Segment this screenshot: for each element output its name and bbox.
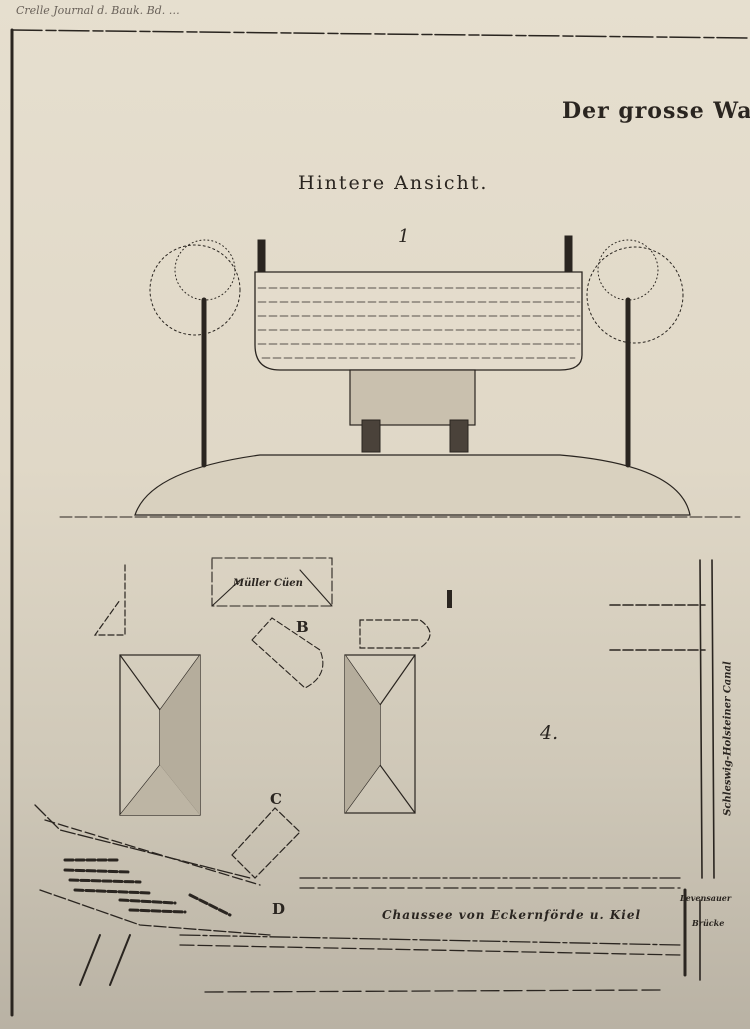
ground-mound xyxy=(59,454,741,518)
label-b: B xyxy=(296,618,309,636)
tree-left xyxy=(149,239,241,468)
village-houses xyxy=(63,858,232,917)
plan-building-right xyxy=(344,619,431,814)
plan-building-c xyxy=(231,807,301,879)
plan-building-b xyxy=(251,617,324,689)
label-canal: Schleswig-Holsteiner Canal xyxy=(722,661,734,816)
label-c: C xyxy=(270,790,282,808)
label-bridge-line2: Brücke xyxy=(692,918,725,928)
plate-title: Der grosse Wa xyxy=(562,98,750,124)
figure-number-4: 4. xyxy=(540,722,559,744)
tree-right xyxy=(586,239,684,468)
frame xyxy=(10,28,750,1017)
marker-post xyxy=(447,590,452,608)
plan-building-left xyxy=(93,564,201,816)
roads xyxy=(34,804,681,993)
windmill-rear-view xyxy=(254,235,583,453)
label-road: Chaussee von Eckernförde u. Kiel xyxy=(382,908,642,922)
plan-mill-building xyxy=(211,557,333,607)
view-title: Hintere Ansicht. xyxy=(298,172,489,194)
canal xyxy=(609,559,715,981)
label-d: D xyxy=(272,900,286,918)
label-bridge-line1: Levensauer xyxy=(680,893,732,903)
header-note: Crelle Journal d. Bauk. Bd. … xyxy=(16,4,180,17)
figure-number-1: 1 xyxy=(398,226,410,247)
label-mill-building: Müller Cüen xyxy=(233,578,303,589)
